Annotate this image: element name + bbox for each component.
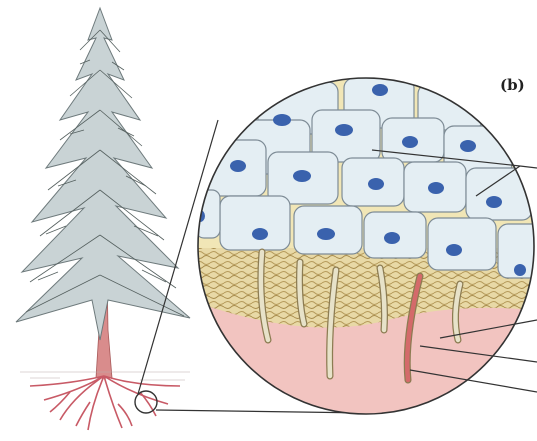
cortical-cells xyxy=(196,78,537,278)
magnifier-ring xyxy=(135,391,157,413)
magnified-cross-section xyxy=(190,70,537,430)
tree-foliage xyxy=(16,8,190,340)
panel-label: (b) xyxy=(500,76,525,94)
conifer-tree xyxy=(16,8,190,430)
